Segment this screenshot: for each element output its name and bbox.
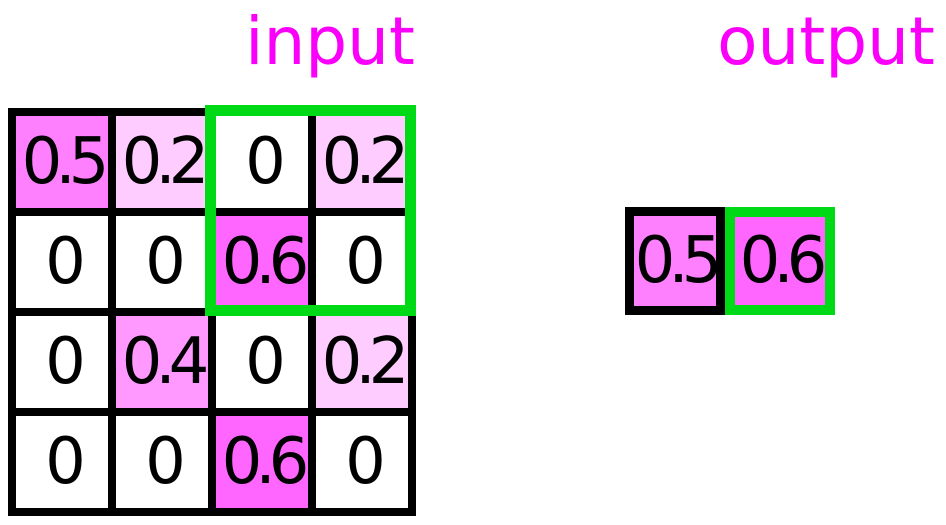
cell-value: 0.6 bbox=[739, 224, 825, 298]
cell-value: 0.4 bbox=[121, 325, 208, 399]
output-cell-2-highlighted: 0.6 bbox=[725, 207, 835, 315]
input-title: input bbox=[245, 3, 415, 80]
cell-value: 0 bbox=[45, 225, 86, 299]
output-grid: 0.5 0.6 bbox=[625, 207, 835, 315]
cell-value: 0.6 bbox=[221, 425, 308, 499]
input-cell-r4c2: 0 bbox=[116, 416, 208, 508]
input-cell-r1c3: 0 bbox=[216, 116, 308, 208]
input-cell-r3c1: 0 bbox=[16, 316, 108, 408]
cell-value: 0 bbox=[45, 325, 86, 399]
cell-value: 0.2 bbox=[121, 125, 208, 199]
cell-value: 0 bbox=[245, 125, 286, 199]
cell-value: 0 bbox=[45, 425, 86, 499]
input-cell-r2c2: 0 bbox=[116, 216, 208, 308]
input-cell-r3c2: 0.4 bbox=[116, 316, 208, 408]
input-cell-r2c3: 0.6 bbox=[216, 216, 308, 308]
cell-value: 0 bbox=[345, 225, 386, 299]
input-cell-r2c1: 0 bbox=[16, 216, 108, 308]
input-cell-r2c4: 0 bbox=[316, 216, 408, 308]
input-cell-r4c3: 0.6 bbox=[216, 416, 308, 508]
input-cell-r1c2: 0.2 bbox=[116, 116, 208, 208]
input-cell-r4c4: 0 bbox=[316, 416, 408, 508]
cell-value: 0 bbox=[245, 325, 286, 399]
cell-value: 0.2 bbox=[321, 125, 408, 199]
cell-value: 0 bbox=[345, 425, 386, 499]
cell-value: 0.2 bbox=[321, 325, 408, 399]
input-cell-r1c1: 0.5 bbox=[16, 116, 108, 208]
cell-value: 0 bbox=[145, 225, 186, 299]
input-cell-r3c4: 0.2 bbox=[316, 316, 408, 408]
cell-value: 0.6 bbox=[221, 225, 308, 299]
cell-value: 0 bbox=[145, 425, 186, 499]
cell-value: 0.5 bbox=[634, 224, 716, 298]
input-grid: 0.5 0.2 0 0.2 0 0 0.6 0 0 0.4 0 0.2 0 0 … bbox=[8, 108, 416, 516]
cell-value: 0.5 bbox=[21, 125, 108, 199]
input-cell-r3c3: 0 bbox=[216, 316, 308, 408]
output-cell-1: 0.5 bbox=[625, 207, 725, 315]
input-cell-r1c4: 0.2 bbox=[316, 116, 408, 208]
input-cell-r4c1: 0 bbox=[16, 416, 108, 508]
output-title: output bbox=[717, 3, 935, 80]
